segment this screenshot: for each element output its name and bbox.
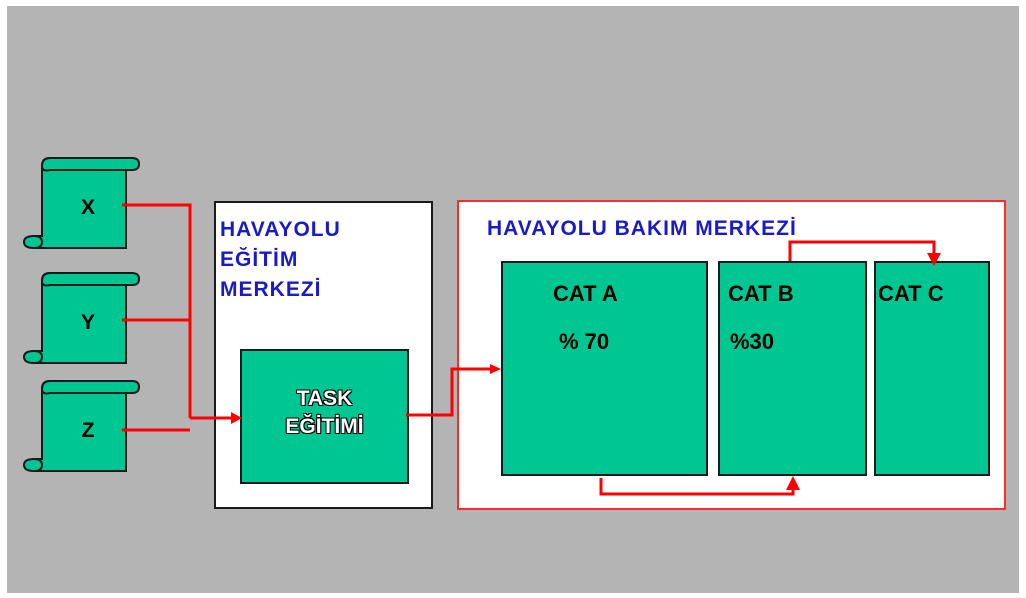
title-line: EĞİTİM	[220, 248, 299, 271]
maintenance-center-title: HAVAYOLU BAKIM MERKEZİ	[487, 217, 797, 240]
cat-b-share: %30	[730, 329, 775, 354]
task-line: EĞİTİMİ	[285, 415, 364, 438]
input-label: Y	[80, 311, 95, 334]
cat-c-name: CAT C	[878, 281, 944, 306]
input-scroll-y: Y	[22, 271, 140, 365]
input-label: Z	[81, 419, 95, 442]
input-label: X	[80, 196, 95, 219]
input-scroll-x: X	[22, 156, 140, 250]
training-center-title: HAVAYOLU EĞİTİM MERKEZİ	[220, 215, 341, 305]
task-line: TASK	[296, 387, 353, 410]
scroll-icon	[22, 157, 140, 249]
cat-a-name: CAT A	[553, 281, 618, 306]
title-line: HAVAYOLU	[220, 218, 341, 241]
input-scroll-z: Z	[22, 379, 140, 473]
cat-c-block: CAT C	[874, 261, 990, 476]
cat-b-block: CAT B %30	[718, 261, 867, 476]
training-center-box: HAVAYOLU EĞİTİM MERKEZİ TASK EĞİTİMİ	[214, 201, 433, 509]
title-line: MERKEZİ	[220, 278, 322, 301]
cat-b-name: CAT B	[728, 281, 794, 306]
cat-a-block: CAT A % 70	[501, 261, 708, 476]
task-training-label: TASK EĞİTİMİ	[242, 385, 407, 441]
cat-a-share: % 70	[559, 329, 610, 354]
task-training-block: TASK EĞİTİMİ	[240, 349, 409, 484]
